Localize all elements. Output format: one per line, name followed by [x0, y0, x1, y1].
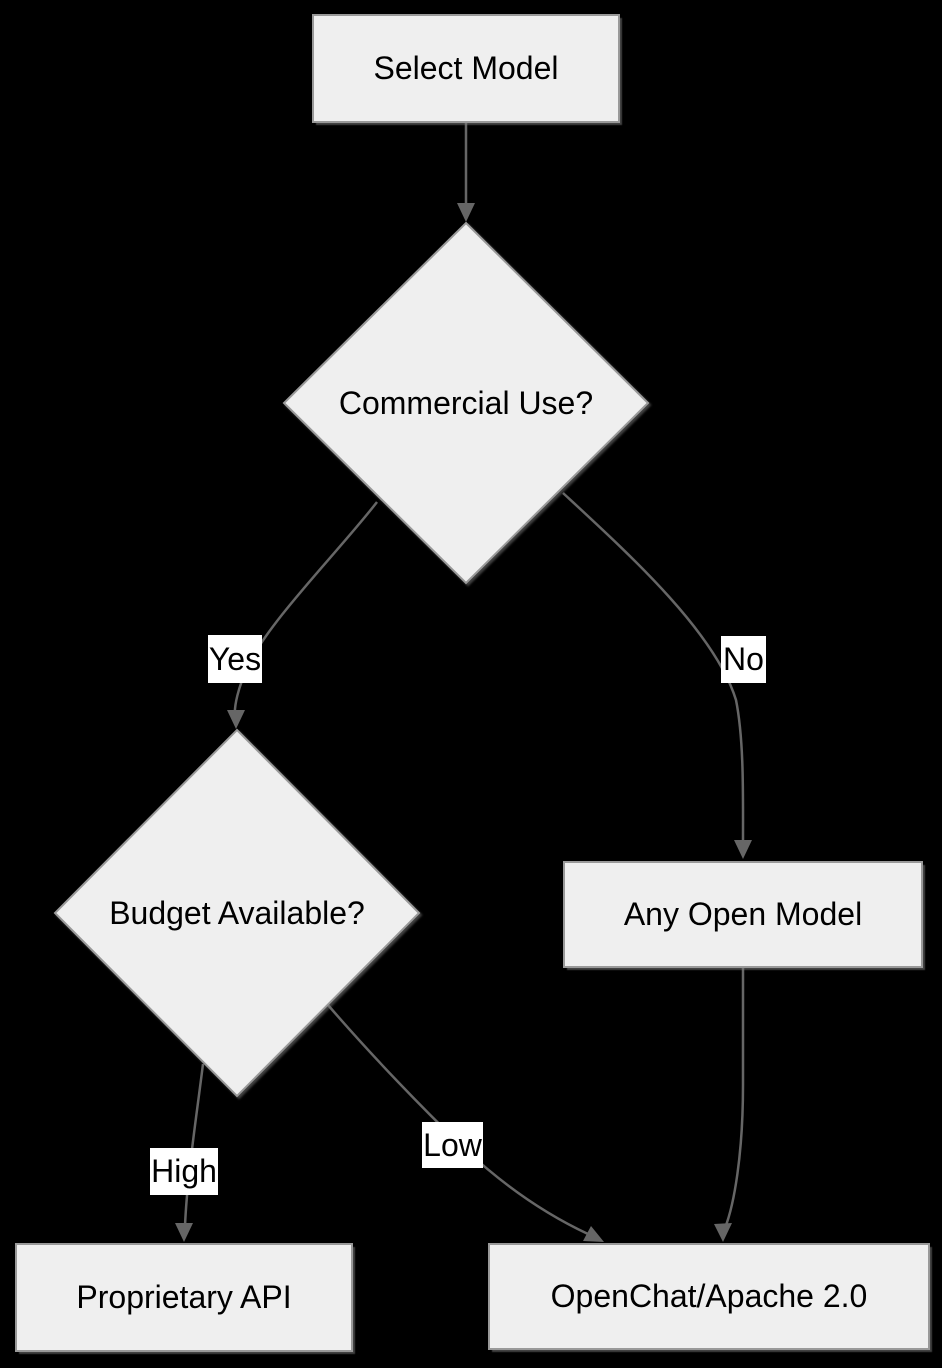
node-select-model: Select Model	[312, 14, 620, 123]
decision-budget-available-shape	[53, 728, 421, 1098]
edge-label-no: No	[721, 636, 766, 683]
arrowhead-anyopen-to-openchat	[714, 1223, 732, 1242]
edge-no	[562, 492, 745, 844]
edge-label-yes: Yes	[208, 635, 262, 683]
edge-label-high: High	[150, 1148, 218, 1195]
edge-yes	[233, 501, 378, 717]
arrowhead-yes	[227, 710, 245, 729]
decision-commercial-use-shape	[282, 221, 650, 585]
node-openchat-apache: OpenChat/Apache 2.0	[488, 1243, 930, 1350]
arrowhead-high	[175, 1223, 193, 1242]
arrowhead-no	[734, 840, 752, 859]
arrowhead-low	[583, 1226, 604, 1242]
edge-label-low: Low	[422, 1122, 483, 1168]
node-any-open-model: Any Open Model	[563, 861, 923, 968]
edge-high	[183, 1063, 205, 1227]
edge-anyopen-to-openchat	[723, 968, 745, 1229]
arrowhead-select-to-commercial	[457, 203, 475, 222]
edge-low	[327, 1004, 589, 1236]
node-proprietary-api: Proprietary API	[15, 1243, 353, 1352]
